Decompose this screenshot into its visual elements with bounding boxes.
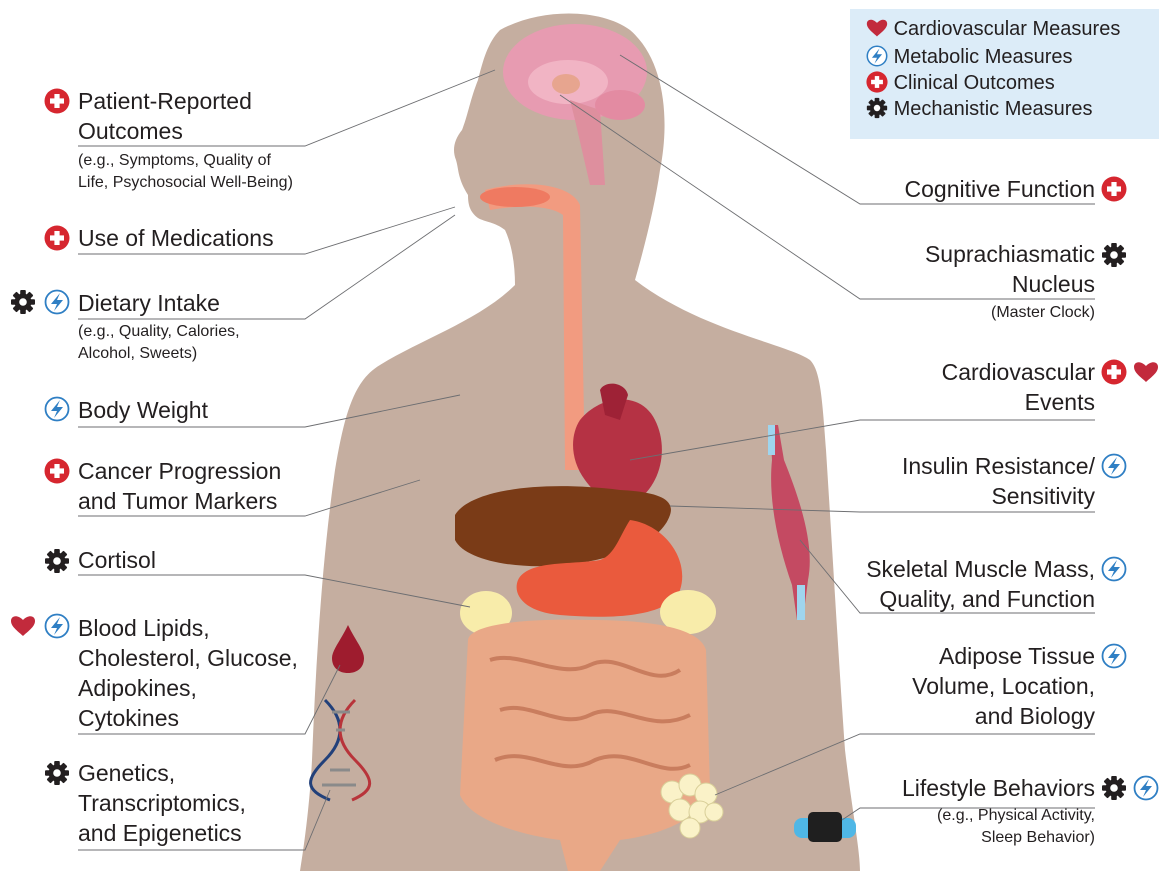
gear-icon <box>1101 242 1127 268</box>
cortisol-label: Cortisol <box>78 545 156 575</box>
cross-icon <box>44 458 70 484</box>
gear-icon <box>866 97 888 119</box>
cognitive-function-label: Cognitive Function <box>905 174 1096 204</box>
lightning-icon <box>44 289 70 315</box>
legend-box: Cardiovascular Measures Metabolic Measur… <box>850 9 1159 139</box>
skeletal-muscle-label: Skeletal Muscle Mass,Quality, and Functi… <box>866 554 1095 614</box>
legend-label: Clinical Outcomes <box>894 72 1055 94</box>
dietary-intake-label: Dietary Intake <box>78 288 220 318</box>
cross-icon <box>44 88 70 114</box>
gear-icon <box>1101 775 1127 801</box>
insulin-resistance-label: Insulin Resistance/Sensitivity <box>902 451 1095 511</box>
lightning-icon <box>1101 643 1127 669</box>
lifestyle-behaviors-label: Lifestyle Behaviors <box>902 773 1095 803</box>
gear-icon <box>10 289 36 315</box>
legend-label: Metabolic Measures <box>894 46 1073 68</box>
blood-lipids-label: Blood Lipids,Cholesterol, Glucose, Adipo… <box>78 613 298 733</box>
cross-icon <box>866 71 888 93</box>
dietary-intake-examples: (e.g., Quality, Calories,Alcohol, Sweets… <box>78 321 240 365</box>
lifestyle-behaviors-examples: (e.g., Physical Activity,Sleep Behavior) <box>937 805 1095 849</box>
legend-item-mechanistic: Mechanistic Measures <box>866 96 1093 122</box>
legend-item-cardiovascular: Cardiovascular Measures <box>866 16 1120 42</box>
cross-icon <box>1101 359 1127 385</box>
cross-icon <box>44 225 70 251</box>
master-clock-note: (Master Clock) <box>991 302 1095 324</box>
legend-label: Mechanistic Measures <box>894 98 1093 120</box>
lightning-icon <box>44 613 70 639</box>
cross-icon <box>1101 176 1127 202</box>
lightning-icon <box>1101 556 1127 582</box>
heart-icon <box>1133 359 1159 385</box>
use-of-medications-label: Use of Medications <box>78 223 274 253</box>
genetics-label: Genetics,Transcriptomics,and Epigenetics <box>78 758 246 848</box>
legend-item-metabolic: Metabolic Measures <box>866 44 1073 70</box>
legend-label: Cardiovascular Measures <box>894 18 1121 40</box>
lightning-icon <box>44 396 70 422</box>
body-weight-label: Body Weight <box>78 395 208 425</box>
heart-icon <box>866 17 888 39</box>
gear-icon <box>44 548 70 574</box>
lightning-icon <box>1101 453 1127 479</box>
gear-icon <box>44 760 70 786</box>
heart-icon <box>10 613 36 639</box>
legend-item-clinical: Clinical Outcomes <box>866 70 1055 96</box>
lightning-icon <box>866 45 888 67</box>
lightning-icon <box>1133 775 1159 801</box>
